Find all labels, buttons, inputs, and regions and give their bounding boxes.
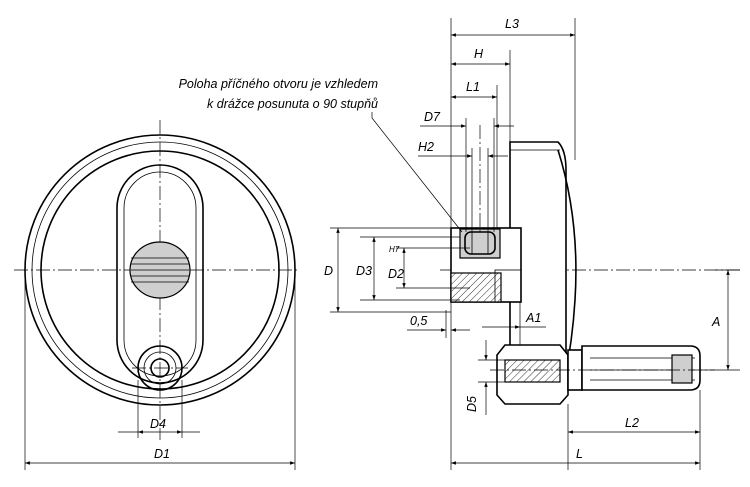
d-label: D	[324, 264, 333, 278]
spoke-slot-inner	[123, 171, 197, 377]
rim-outer-circle	[24, 134, 296, 406]
spoke-slot-outer	[116, 164, 204, 384]
d2-tolerance-label: H7	[389, 245, 400, 254]
d3-label: D3	[356, 264, 372, 278]
l-label: L	[576, 447, 583, 461]
orientation-note: Poloha příčného otvoru je vzhledem k drá…	[179, 77, 378, 111]
d1-label: D1	[154, 447, 170, 461]
side-dimensions: L3 H L1 D7 H2 D D3	[324, 17, 740, 470]
handle-base-hatch	[504, 359, 561, 383]
note-line-1: Poloha příčného otvoru je vzhledem	[179, 77, 378, 91]
side-view	[440, 125, 740, 405]
d5-label: D5	[465, 396, 479, 412]
rim-mid-circle	[31, 141, 289, 399]
d7-label: D7	[424, 110, 441, 124]
hub-keyway	[494, 269, 522, 303]
handle-end-cap	[671, 354, 693, 384]
front-view: D4 D1	[14, 120, 300, 470]
h2-label: H2	[418, 140, 434, 154]
note-leader-line	[371, 112, 463, 233]
note-line-2: k drážce posunuta o 90 stupňů	[207, 97, 378, 111]
l1-label: L1	[466, 80, 480, 94]
gap-label: 0,5	[410, 314, 427, 328]
handle-grip	[581, 345, 701, 391]
rim-inner-circle	[40, 150, 280, 390]
h-label: H	[474, 47, 484, 61]
d2-label: D2	[388, 267, 404, 281]
l2-label: L2	[625, 416, 639, 430]
d4-label: D4	[150, 417, 166, 431]
l3-label: L3	[505, 17, 519, 31]
hub-grip-lines	[131, 257, 189, 283]
a-label: A	[711, 315, 720, 329]
a1-label: A1	[525, 311, 541, 325]
hub-section-hatch	[450, 272, 502, 303]
